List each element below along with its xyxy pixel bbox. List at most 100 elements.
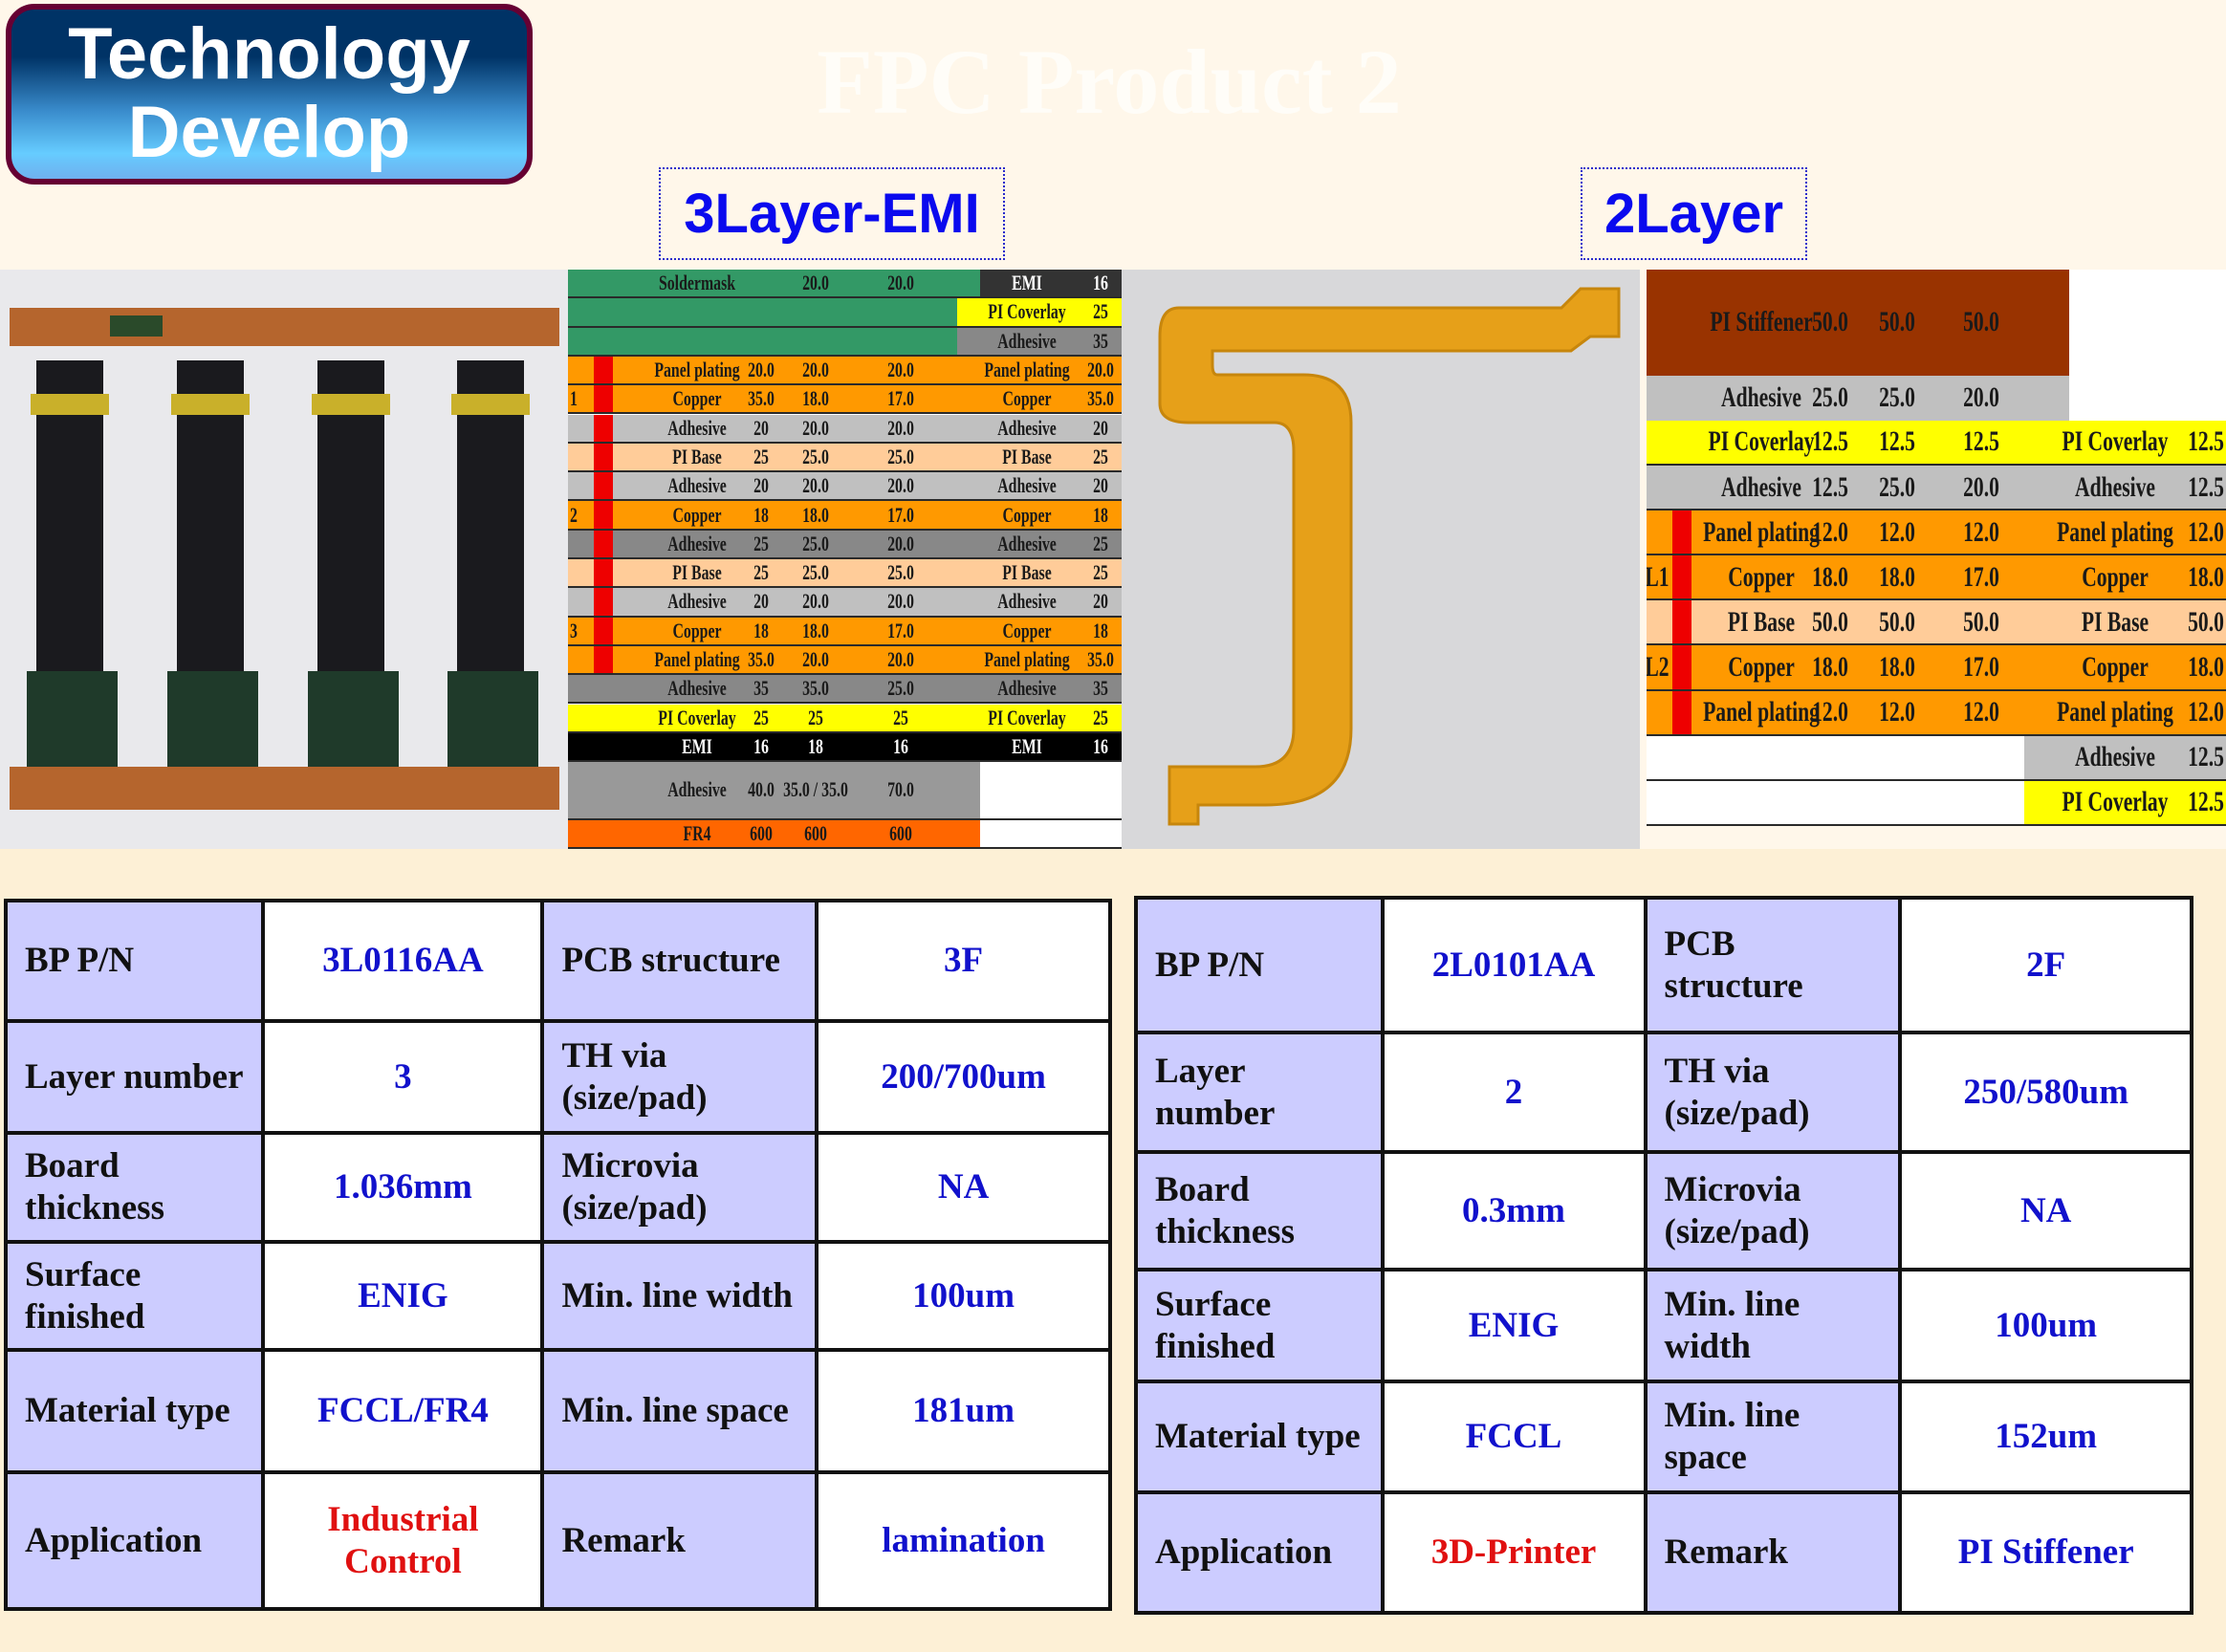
layer-right-segment (980, 704, 1122, 731)
right-layer-name: Adhesive (2074, 741, 2156, 773)
layer-left-segment (568, 501, 980, 529)
layer-thickness: 12.5 (1879, 425, 1915, 458)
layer-thickness: 20.0 (1963, 381, 1999, 414)
layer-left-segment (568, 588, 980, 616)
spec-label: PCB structure (540, 899, 819, 1023)
layer-thickness: 17.0 (887, 618, 914, 642)
layer-thickness: 25.0 (887, 444, 914, 468)
spec-value: NA (1898, 1150, 2193, 1272)
layer-thickness (1802, 781, 1858, 824)
right-layer-thickness: 12.5 (2188, 786, 2224, 818)
layer-right-segment (980, 819, 1122, 847)
layer-name: Adhesive (667, 676, 727, 701)
layer-thickness: 25 (753, 444, 769, 468)
via-bar (1672, 600, 1691, 644)
layer-name: Copper (1728, 651, 1795, 684)
right-layer-thickness: 35 (1093, 328, 1108, 353)
layer-thickness (733, 328, 789, 355)
layer-thickness: 20.0 (802, 271, 829, 295)
page-title: FPC Product 2 (817, 31, 1402, 133)
via-bar (594, 472, 613, 500)
right-layer-thickness: 18 (1093, 618, 1108, 642)
layer-thickness: 20.0 (887, 589, 914, 614)
layer-thickness: 12.0 (1963, 515, 1999, 548)
layer-thickness: 12.5 (1812, 470, 1848, 503)
right-layer-name: Copper (2082, 651, 2149, 684)
spec-label: Application (3, 1470, 266, 1611)
spec-label: Min. line space (540, 1348, 819, 1474)
layer-thickness: 20.0 (887, 647, 914, 672)
via-bar (594, 443, 613, 471)
layer-name: PI Coverlay (658, 705, 736, 729)
right-layer-thickness: 16 (1093, 733, 1108, 758)
layer-thickness: 12.0 (1812, 515, 1848, 548)
spec-value: ENIG (261, 1240, 545, 1352)
layer-thickness: 25.0 (1879, 470, 1915, 503)
spec-value: PI Stiffener (1898, 1490, 2193, 1615)
layer-thickness: 18.0 (1879, 560, 1915, 593)
layer-right-segment (2024, 735, 2226, 779)
layer-name: Panel plating (1703, 696, 1820, 728)
layer-thickness: 50.0 (1812, 306, 1848, 338)
right-layer-name: Copper (1002, 502, 1052, 527)
layer-thickness: 12.0 (1963, 696, 1999, 728)
layer-right-segment (980, 617, 1122, 644)
layer-left-segment (1647, 780, 2024, 824)
right-layer-name: Adhesive (2074, 470, 2156, 503)
right-layer-thickness (2185, 270, 2226, 376)
layer-left-segment (568, 472, 980, 500)
layer-thickness: 35.0 / 35.0 (783, 777, 848, 802)
layer-name: Adhesive (667, 473, 727, 498)
layer-thickness: 18 (808, 733, 823, 758)
right-layer-name: Adhesive (997, 531, 1057, 555)
spec-label: Layer number (1134, 1031, 1385, 1154)
spec-label: Min. line width (1643, 1268, 1903, 1383)
spec-label: Layer number (3, 1019, 266, 1135)
layer-right-segment (980, 588, 1122, 616)
right-layer-name: Panel plating (984, 358, 1070, 382)
layer-thickness: 12.5 (1812, 425, 1848, 458)
layer-number: 2 (570, 502, 578, 527)
via-bar (594, 588, 613, 616)
layer-left-segment (1647, 690, 2226, 734)
right-layer-name: Adhesive (997, 676, 1057, 701)
right-layer-name: Copper (2082, 560, 2149, 593)
spec-label: Board thickness (3, 1131, 266, 1244)
layer-thickness: 20.0 (802, 473, 829, 498)
spec-value: 100um (815, 1240, 1112, 1352)
layer-left-segment (1647, 555, 2226, 599)
right-layer-name: Adhesive (997, 589, 1057, 614)
layer-thickness (1869, 781, 1925, 824)
layer-thickness: 16 (753, 733, 769, 758)
layer-left-segment (1647, 735, 2024, 779)
spec-value: 3D-Printer (1380, 1490, 1648, 1615)
layer-thickness: 50.0 (1963, 306, 1999, 338)
technology-develop-logo: Technology Develop (6, 4, 533, 185)
layer-name: Panel plating (1703, 515, 1820, 548)
layer-thickness: 20.0 (887, 358, 914, 382)
layer-thickness: 18.0 (802, 618, 829, 642)
layer-left-segment (568, 704, 980, 731)
layer-thickness: 600 (889, 820, 912, 845)
tag-3layer-emi: 3Layer-EMI (659, 167, 1005, 260)
spec-label: Microvia (size/pad) (1643, 1150, 1903, 1272)
layer-left-segment (568, 559, 980, 587)
layer-right-segment (2024, 780, 2226, 824)
via-bar (1672, 555, 1691, 599)
spec-value: 3 (261, 1019, 545, 1135)
right-layer-name: Panel plating (2057, 696, 2173, 728)
layer-left-segment (568, 414, 980, 442)
layer-thickness: 20.0 (1963, 470, 1999, 503)
